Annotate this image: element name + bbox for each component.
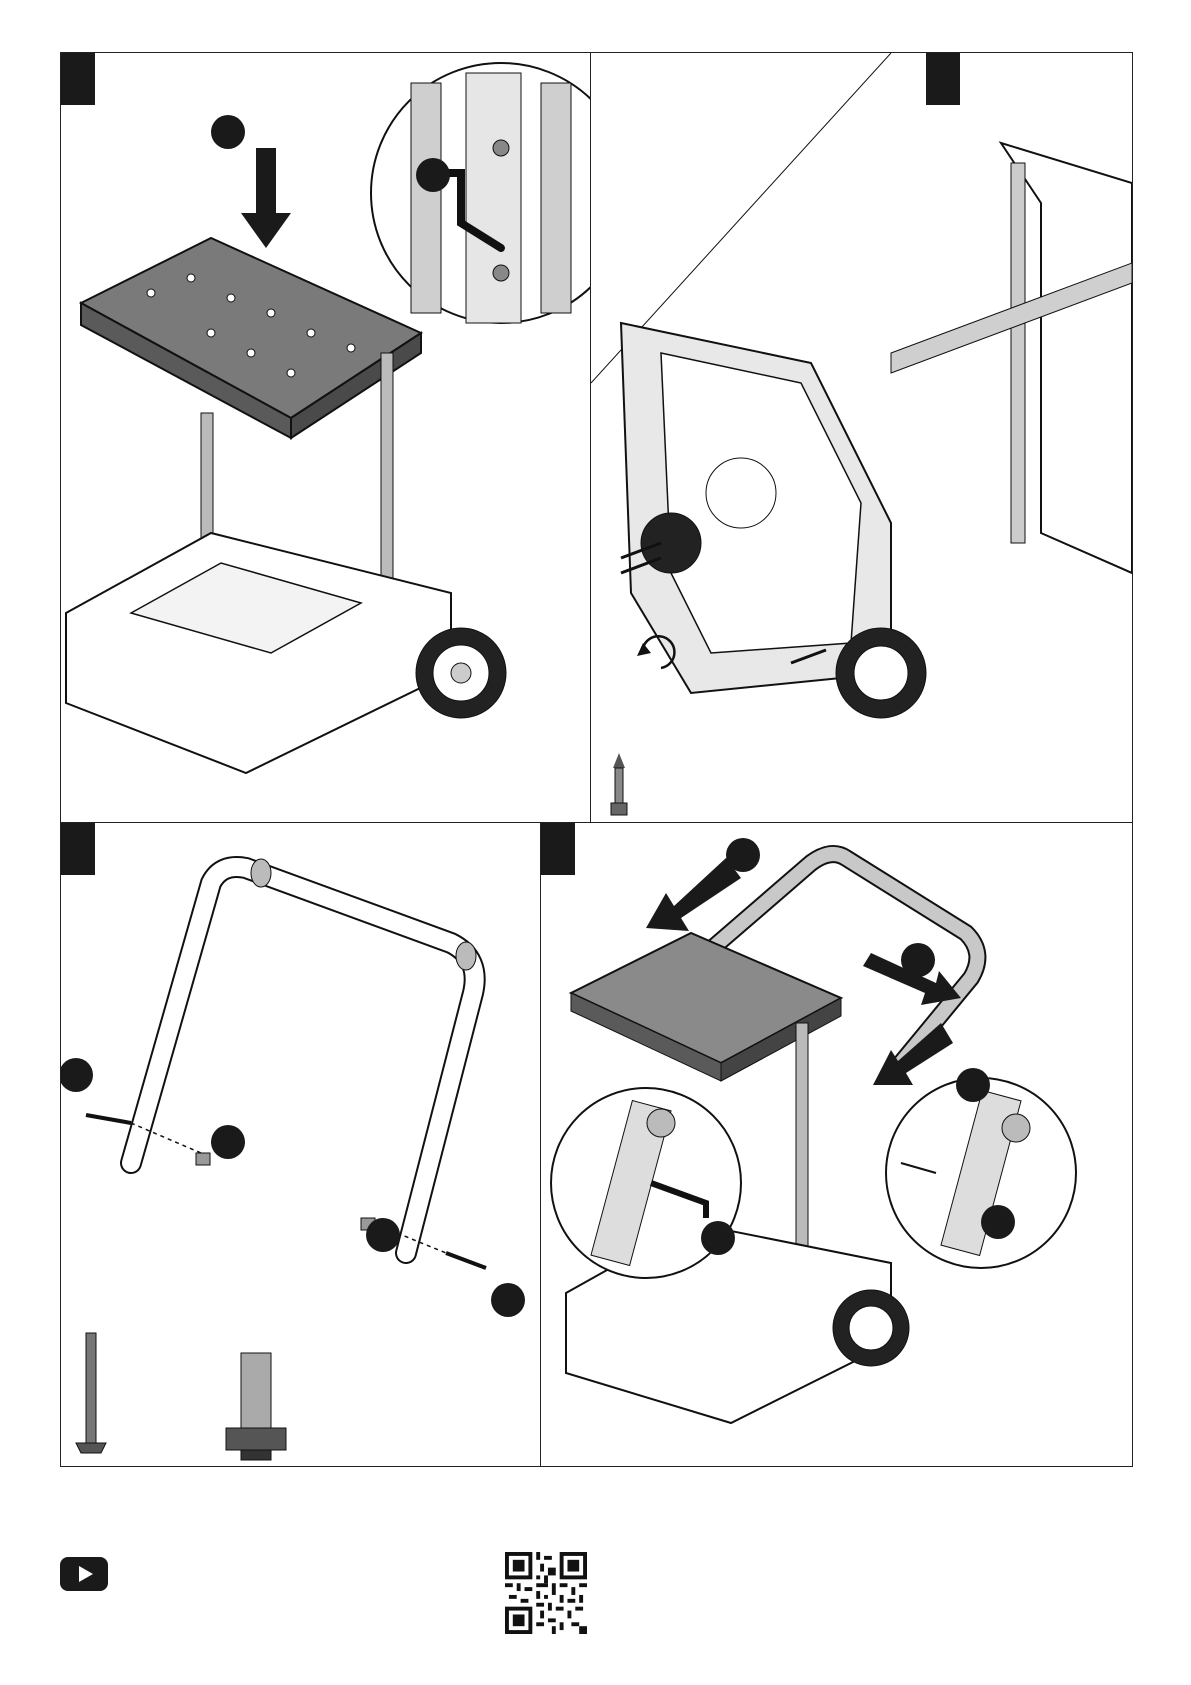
qr-code-icon[interactable] bbox=[505, 1552, 587, 1634]
callout-marker bbox=[981, 1205, 1015, 1239]
callout-marker bbox=[701, 1221, 735, 1255]
step-panel-3 bbox=[60, 822, 542, 1467]
handle-assembly-illustration bbox=[61, 823, 541, 1466]
callout-marker bbox=[366, 1218, 400, 1252]
callout-marker bbox=[211, 115, 245, 149]
callout-marker bbox=[491, 1283, 525, 1317]
callout-marker bbox=[956, 1068, 990, 1102]
callout-marker bbox=[726, 838, 760, 872]
callout-marker bbox=[901, 943, 935, 977]
step-panel-2 bbox=[590, 52, 1133, 824]
callout-marker bbox=[416, 158, 450, 192]
step-panel-4 bbox=[540, 822, 1133, 1467]
youtube-icon[interactable] bbox=[60, 1557, 108, 1591]
base-screw-illustration bbox=[591, 53, 1132, 823]
handle-mount-illustration bbox=[541, 823, 1132, 1466]
callout-marker bbox=[211, 1125, 245, 1159]
step-panel-1 bbox=[60, 52, 592, 824]
seat-install-illustration bbox=[61, 53, 591, 823]
callout-marker bbox=[60, 1058, 93, 1092]
